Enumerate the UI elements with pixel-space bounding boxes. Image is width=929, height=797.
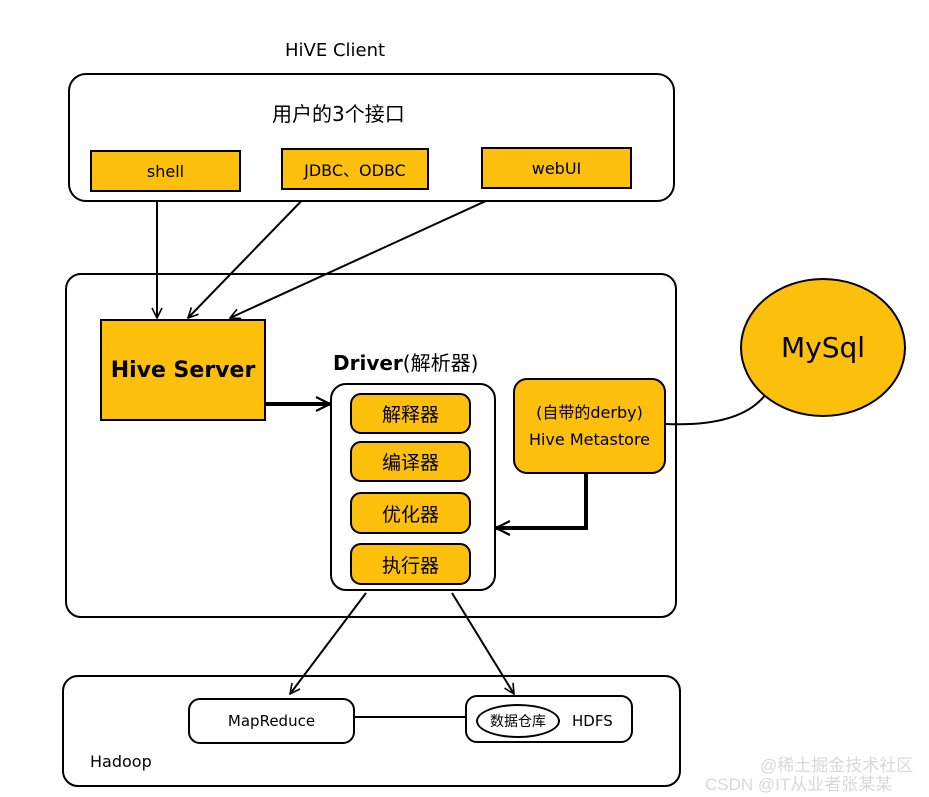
metastore-line-2: Hive Metastore bbox=[528, 430, 651, 449]
hdfs-label: HDFS bbox=[572, 712, 613, 730]
jdbc-to-server-arrow bbox=[188, 189, 313, 318]
interfaces-label: 用户的3个接口 bbox=[272, 102, 405, 126]
shell-interface-box: shell bbox=[90, 150, 241, 192]
hadoop-container bbox=[62, 675, 681, 787]
driver-container bbox=[330, 383, 496, 591]
driver-title: Driver(解析器) bbox=[333, 347, 478, 376]
compiler-box: 编译器 bbox=[350, 441, 471, 482]
metastore-mysql-link bbox=[665, 393, 767, 426]
executor-box: 执行器 bbox=[350, 543, 471, 585]
metastore-to-driver-arrow bbox=[496, 474, 588, 528]
csdn-watermark: CSDN @IT从业者张某某 bbox=[705, 775, 893, 794]
jdbc-odbc-interface-box: JDBC、ODBC bbox=[281, 148, 429, 190]
metastore-line-1: (自带的derby) bbox=[536, 403, 643, 422]
driver-title-bold: Driver bbox=[333, 351, 403, 375]
hive-container bbox=[65, 273, 677, 618]
mysql-ellipse: MySql bbox=[740, 278, 906, 417]
interpreter-box: 解释器 bbox=[350, 393, 471, 434]
hive-server-box: Hive Server bbox=[100, 319, 266, 421]
optimizer-box: 优化器 bbox=[350, 492, 471, 534]
mapreduce-box: MapReduce bbox=[188, 698, 355, 744]
hadoop-label: Hadoop bbox=[90, 752, 152, 771]
juejin-watermark: @稀土掘金技术社区 bbox=[760, 756, 914, 775]
data-warehouse-ellipse: 数据仓库 bbox=[476, 704, 560, 738]
webui-to-server-arrow bbox=[230, 188, 513, 318]
driver-title-rest: (解析器) bbox=[402, 351, 479, 375]
driver-to-mapreduce-arrow bbox=[290, 592, 367, 694]
metastore-box: (自带的derby) Hive Metastore bbox=[513, 378, 666, 474]
driver-to-hdfs-arrow bbox=[451, 592, 514, 694]
webui-interface-box: webUI bbox=[481, 147, 632, 189]
client-title: HiVE Client bbox=[285, 40, 386, 61]
